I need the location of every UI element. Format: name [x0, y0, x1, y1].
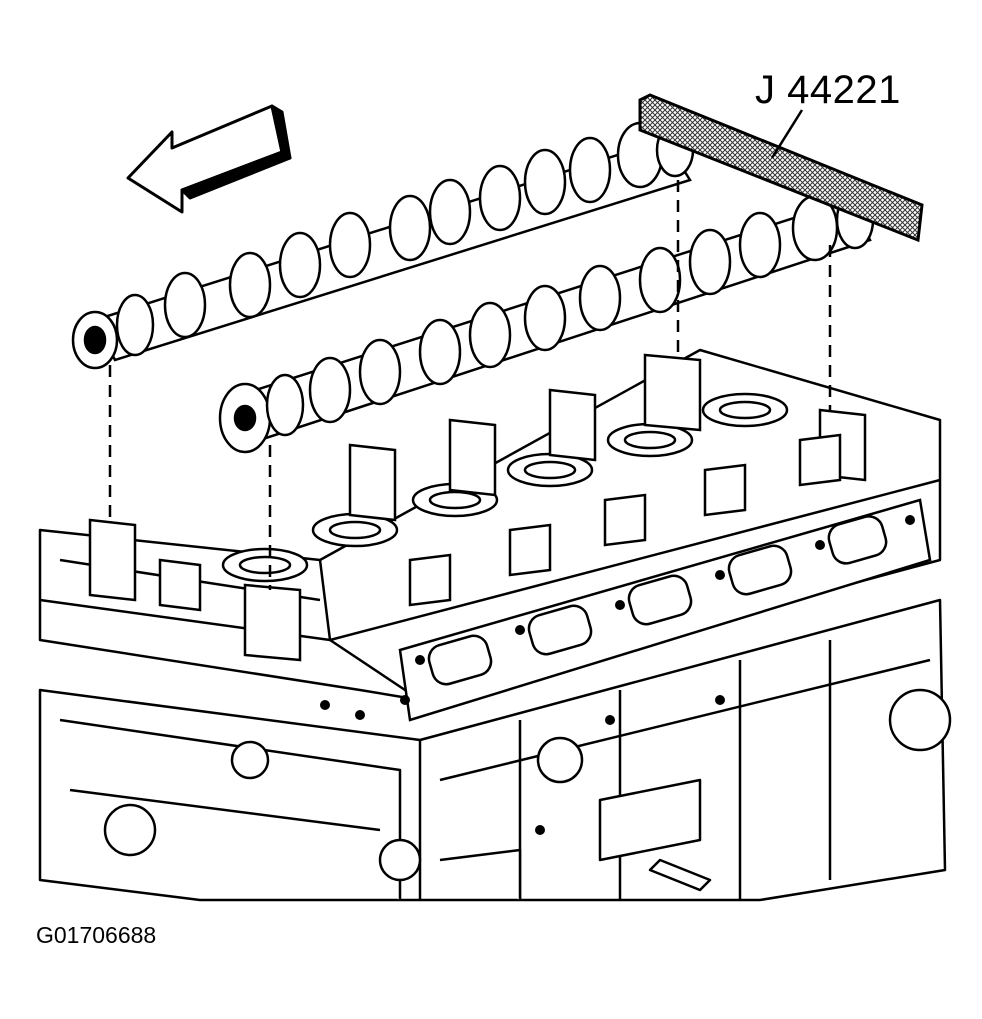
camshaft-alignment-tool-icon [638, 93, 924, 243]
bolt-holes [320, 515, 915, 835]
tool-callout-label: J 44221 [755, 68, 901, 112]
camshaft-lower [218, 190, 875, 454]
exhaust-port-flange [398, 498, 932, 722]
engine-block [38, 598, 952, 902]
figure-id: G01706688 [36, 922, 157, 948]
camshaft-icon [71, 121, 695, 370]
callout-leader-line [770, 109, 804, 159]
installation-guide-lines [108, 180, 832, 590]
direction-arrow-icon [126, 104, 292, 214]
cam-bearing-towers [88, 353, 867, 662]
